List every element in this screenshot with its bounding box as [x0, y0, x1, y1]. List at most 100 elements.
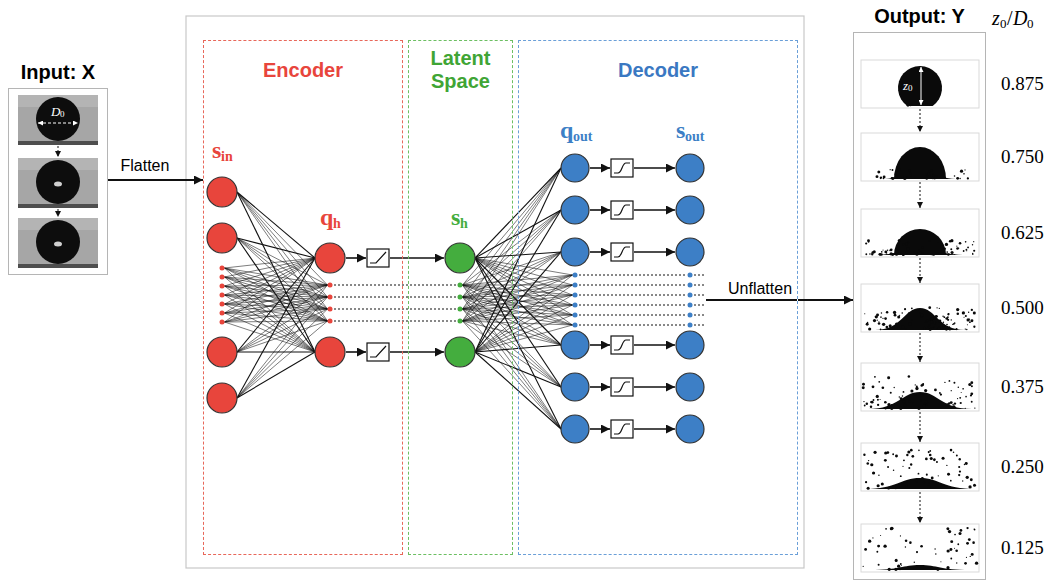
splash-droplet: [910, 389, 913, 392]
substrate: [18, 141, 98, 145]
splash-droplet: [957, 398, 958, 399]
splash-droplet: [947, 473, 950, 476]
weight-line: [463, 321, 562, 429]
splash-droplet: [957, 312, 960, 315]
splash-droplet: [916, 551, 918, 553]
subscript: 0: [908, 84, 913, 93]
splash-droplet: [908, 375, 911, 378]
frame-background: [861, 133, 979, 181]
splash-droplet: [944, 382, 945, 383]
splash-droplet: [926, 319, 929, 322]
splash-droplet: [877, 320, 878, 321]
splash-droplet: [887, 466, 889, 468]
splash-droplet: [948, 402, 951, 405]
output-neuron: [573, 313, 578, 318]
splash-droplet: [973, 312, 976, 315]
splash-droplet: [864, 313, 865, 314]
splash-droplet: [908, 322, 911, 325]
splash-droplet: [972, 254, 973, 255]
droplet: [36, 220, 80, 264]
splash-droplet: [940, 170, 941, 171]
weight-line: [225, 285, 328, 304]
weight-line: [225, 285, 328, 322]
flow-arrow: [694, 275, 705, 276]
weight-line: [225, 268, 328, 297]
splash-droplet: [868, 241, 870, 243]
flow-arrow: [694, 305, 705, 306]
splash-droplet: [915, 387, 918, 390]
splash-droplet: [866, 403, 868, 405]
weight-line: [225, 309, 328, 322]
splash-droplet: [970, 381, 973, 384]
splash-droplet: [954, 402, 956, 404]
splash-droplet: [925, 173, 927, 175]
splash-droplet: [928, 306, 931, 309]
splash-droplet: [920, 394, 923, 397]
splash-droplet: [928, 170, 930, 172]
splash-droplet: [933, 458, 935, 460]
splash-droplet: [895, 559, 898, 562]
splash-droplet: [919, 312, 920, 313]
splash-droplet: [904, 308, 906, 310]
droplet-profile: [864, 478, 976, 489]
splash-droplet: [883, 175, 886, 178]
splash-droplet: [895, 322, 898, 325]
sequence-arrow: [58, 209, 59, 217]
splash-droplet: [914, 393, 917, 396]
splash-droplet: [894, 314, 897, 317]
splash-droplet: [913, 251, 915, 253]
splash-droplet: [903, 244, 905, 246]
splash-droplet: [932, 177, 935, 180]
column-header: z: [992, 8, 1000, 28]
weight-line: [225, 297, 328, 322]
splash-droplet: [934, 548, 935, 549]
splash-droplet: [922, 247, 924, 249]
splash-droplet: [967, 177, 969, 179]
splash-droplet: [945, 485, 947, 487]
region-heading: Latent Space: [409, 41, 512, 93]
activation-box: [611, 336, 633, 354]
weight-line: [463, 285, 562, 429]
splash-droplet: [956, 455, 958, 457]
splash-droplet: [919, 252, 922, 255]
splash-droplet: [916, 480, 918, 482]
splash-droplet: [950, 239, 953, 242]
splash-droplet: [927, 173, 930, 176]
ratio-value: 0.750: [1001, 147, 1044, 166]
splash-droplet: [880, 329, 882, 331]
splash-droplet: [866, 323, 869, 326]
splash-droplet: [946, 527, 949, 530]
splash-droplet: [951, 319, 952, 320]
splash-droplet: [907, 104, 910, 107]
splash-droplet: [893, 311, 896, 314]
splash-droplet: [896, 484, 898, 486]
frame-background: [861, 60, 979, 108]
splash-droplet: [877, 170, 880, 173]
splash-droplet: [902, 400, 905, 403]
splash-droplet: [892, 453, 894, 455]
splash-droplet: [950, 480, 952, 482]
splash-droplet: [949, 548, 952, 551]
sequence-arrow: [920, 109, 921, 132]
splash-droplet: [937, 242, 938, 243]
splash-droplet: [936, 568, 939, 571]
splash-droplet: [971, 401, 973, 403]
splash-droplet: [947, 253, 949, 255]
splash-droplet: [870, 463, 873, 466]
splash-droplet: [911, 319, 912, 320]
splash-droplet: [889, 324, 892, 327]
splash-droplet: [873, 319, 876, 322]
splash-droplet: [928, 240, 930, 242]
splash-droplet: [971, 553, 974, 556]
splash-droplet: [905, 243, 908, 246]
weight-line: [237, 192, 328, 285]
splash-droplet: [970, 556, 971, 557]
splash-droplet: [959, 458, 961, 460]
ratio-value: 0.500: [1001, 298, 1044, 317]
splash-droplet: [937, 327, 940, 330]
output-panel: Output: Y: [853, 32, 986, 580]
splash-droplet: [890, 248, 893, 251]
droplet-profile: [875, 308, 965, 330]
